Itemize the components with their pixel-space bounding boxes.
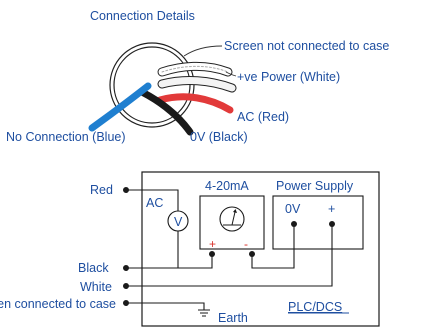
wire-screen-earth [126, 302, 205, 310]
wire-black [126, 254, 213, 269]
label-no-connection-blue: No Connection (Blue) [6, 130, 126, 144]
current-loop-box [199, 195, 265, 250]
label-ac-red: AC (Red) [237, 110, 289, 124]
label-earth: Earth [218, 311, 248, 325]
label-screen-not-connected: Screen not connected to case [224, 39, 389, 53]
power-supply-box [272, 195, 364, 250]
terminal-red [123, 187, 129, 193]
label-power-supply: Power Supply [276, 179, 354, 193]
terminal-black [123, 265, 129, 271]
cable-sheath-outer [109, 42, 195, 128]
label-power-white: +ve Power (White) [237, 70, 340, 84]
label-loop-plus: + [209, 237, 216, 251]
black-0v-wire [138, 88, 194, 136]
label-ac: AC [146, 196, 163, 210]
leader-screen [183, 45, 223, 57]
red-ac-wire [156, 93, 234, 114]
cable-end-view [88, 42, 237, 136]
earth-icon [198, 309, 210, 317]
cable-sheath-inner [113, 46, 191, 124]
diagram-title: Connection Details [90, 9, 195, 23]
terminal-ps-0v [291, 221, 297, 227]
terminal-screen [123, 300, 129, 306]
label-plc-dcs: PLC/DCS [288, 300, 342, 314]
label-voltmeter: V [174, 215, 183, 229]
label-ps-0v: 0V [285, 202, 301, 216]
wiring-schematic [123, 171, 380, 327]
terminal-white [123, 283, 129, 289]
label-loop-minus: - [244, 237, 248, 251]
label-4-20ma: 4-20mA [205, 179, 249, 193]
terminal-ps-plus [329, 221, 335, 227]
plc-enclosure [141, 171, 380, 327]
label-0v-black: 0V (Black) [190, 130, 248, 144]
ammeter-icon [219, 206, 245, 232]
label-white: White [80, 280, 112, 294]
terminal-loop-minus [249, 251, 255, 257]
label-red: Red [90, 183, 113, 197]
wire-loop-to-0v [251, 224, 295, 269]
wire-red [126, 189, 179, 211]
blue-nc-wire [88, 82, 152, 132]
wire-white [126, 224, 333, 287]
label-black: Black [78, 261, 109, 275]
label-ps-plus: + [328, 202, 335, 216]
label-screen-connected: Screen connected to case [0, 297, 116, 311]
leader-power [225, 71, 237, 77]
terminal-loop-plus [209, 251, 215, 257]
